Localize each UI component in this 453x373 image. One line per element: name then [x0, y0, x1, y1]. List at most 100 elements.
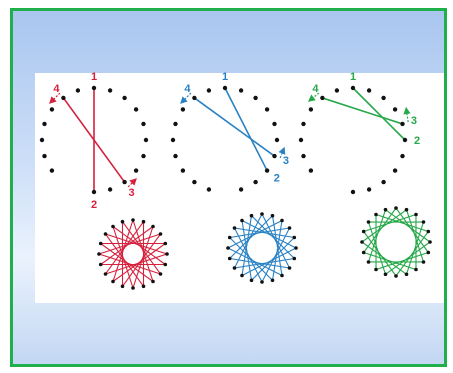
star-dot	[374, 213, 378, 217]
star-dot	[164, 242, 168, 246]
circle-dot	[108, 88, 112, 92]
circle-dot	[253, 180, 257, 184]
star-dot	[151, 225, 155, 229]
step-number-label: 3	[411, 115, 417, 127]
step-number-label: 3	[129, 187, 135, 199]
circle-dot	[393, 107, 397, 111]
star-dot	[165, 252, 169, 256]
star-dot	[260, 280, 264, 284]
star-dot	[131, 218, 135, 222]
star-dot	[233, 266, 237, 270]
circle-dot	[309, 168, 313, 172]
star-dot	[104, 272, 108, 276]
star-dot	[384, 273, 388, 277]
circle-dot	[309, 107, 313, 111]
star-dot	[99, 263, 103, 267]
step-number-label: 4	[184, 83, 191, 95]
circle-dot	[40, 138, 44, 142]
circle-dot	[381, 96, 385, 100]
circle-dot	[42, 122, 46, 126]
circle-dot	[141, 154, 145, 158]
star-dot	[271, 214, 275, 218]
star-dot	[228, 236, 232, 240]
step-number-label: 1	[350, 71, 356, 83]
circle-dot	[335, 88, 339, 92]
star-dot	[228, 257, 232, 261]
direction-arrow	[128, 179, 136, 187]
circle-dot	[192, 96, 196, 100]
circle-dot	[403, 138, 407, 142]
circle-dot	[253, 96, 257, 100]
step-number-label: 2	[91, 199, 97, 211]
circle-dot	[393, 168, 397, 172]
circle-dot	[50, 107, 54, 111]
circle-dot	[134, 107, 138, 111]
circle-dot	[367, 187, 371, 191]
circle-dot	[400, 154, 404, 158]
star-dot	[271, 279, 275, 283]
circle-dot	[181, 168, 185, 172]
circle-dot	[173, 122, 177, 126]
step-number-label: 2	[414, 135, 420, 147]
circle-dot	[351, 190, 355, 194]
star-dot	[159, 272, 163, 276]
circle-dot	[265, 107, 269, 111]
circle-dot	[301, 122, 305, 126]
star-dot	[280, 274, 284, 278]
circle-dot	[351, 86, 355, 90]
star-dot	[288, 226, 292, 230]
circle-dot	[122, 96, 126, 100]
star-dot	[97, 252, 101, 256]
star-dot	[362, 251, 366, 255]
star-dot	[294, 246, 298, 250]
circle-dot	[207, 187, 211, 191]
star-dot	[362, 230, 366, 234]
step-number-label: 1	[222, 71, 228, 83]
circle-dot	[400, 122, 404, 126]
star-dot	[427, 251, 431, 255]
star-dot	[121, 220, 125, 224]
star-dot	[233, 226, 237, 230]
star-dot	[427, 230, 431, 234]
circle-dot	[122, 180, 126, 184]
step-number-label: 2	[274, 173, 280, 185]
thread-line	[225, 88, 267, 171]
step-number-label: 3	[283, 155, 289, 167]
circle-dot	[223, 86, 227, 90]
star-dot	[142, 285, 146, 289]
star-dot	[367, 260, 371, 264]
star-thread	[230, 216, 273, 259]
circle-dot	[301, 154, 305, 158]
circle-dot	[207, 88, 211, 92]
circle-dot	[144, 138, 148, 142]
step-number-label: 4	[312, 83, 319, 95]
circle-dot	[173, 154, 177, 158]
circle-dot	[320, 96, 324, 100]
star-dot	[422, 220, 426, 224]
star-dot	[131, 286, 135, 290]
star-dot	[414, 268, 418, 272]
circle-dot	[272, 122, 276, 126]
circle-dot	[42, 154, 46, 158]
star-dot	[240, 219, 244, 223]
star-dot	[288, 266, 292, 270]
star-dot	[250, 279, 254, 283]
star-dot	[111, 225, 115, 229]
circle-dot	[61, 96, 65, 100]
star-dot	[428, 240, 432, 244]
star-dot	[360, 240, 364, 244]
star-dot	[293, 257, 297, 261]
star-dot	[164, 263, 168, 267]
circle-dot	[171, 138, 175, 142]
circle-dot	[272, 154, 276, 158]
thread-line	[322, 98, 402, 124]
star-dot	[142, 220, 146, 224]
circle-dot	[50, 168, 54, 172]
step-number-label: 1	[91, 71, 97, 83]
star-dot	[121, 285, 125, 289]
star-dot	[394, 274, 398, 278]
star-dot	[367, 220, 371, 224]
circle-dot	[76, 88, 80, 92]
star-dot	[99, 242, 103, 246]
star-dot	[394, 206, 398, 210]
